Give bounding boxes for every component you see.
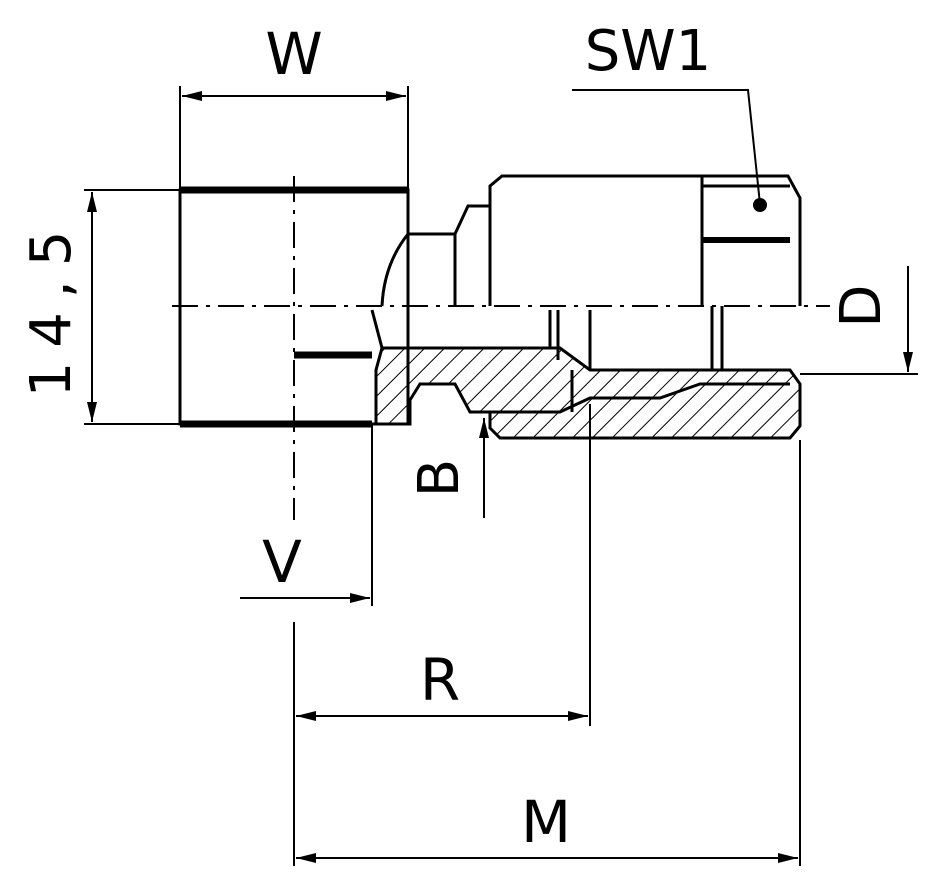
label-w: W xyxy=(265,20,322,88)
label-d: D xyxy=(829,284,894,327)
leader-sw1 xyxy=(572,89,761,205)
section-hatched xyxy=(374,346,802,440)
dimension-d xyxy=(800,266,918,375)
label-r: R xyxy=(420,646,460,714)
label-height: 14,5 xyxy=(19,217,84,398)
centerlines xyxy=(172,176,830,520)
dimension-r xyxy=(293,404,591,866)
label-m: M xyxy=(521,788,571,856)
dimension-w xyxy=(179,86,409,190)
label-b: B xyxy=(407,459,472,497)
bore-lines xyxy=(370,306,724,370)
dimension-m xyxy=(296,440,801,866)
neck xyxy=(380,204,492,307)
dimension-v xyxy=(240,424,373,606)
dimension-height xyxy=(84,189,180,425)
label-v: V xyxy=(262,528,302,596)
union-nut-upper xyxy=(488,174,802,306)
label-sw1: SW1 xyxy=(585,19,712,84)
sw1-leader-dot xyxy=(753,198,767,212)
